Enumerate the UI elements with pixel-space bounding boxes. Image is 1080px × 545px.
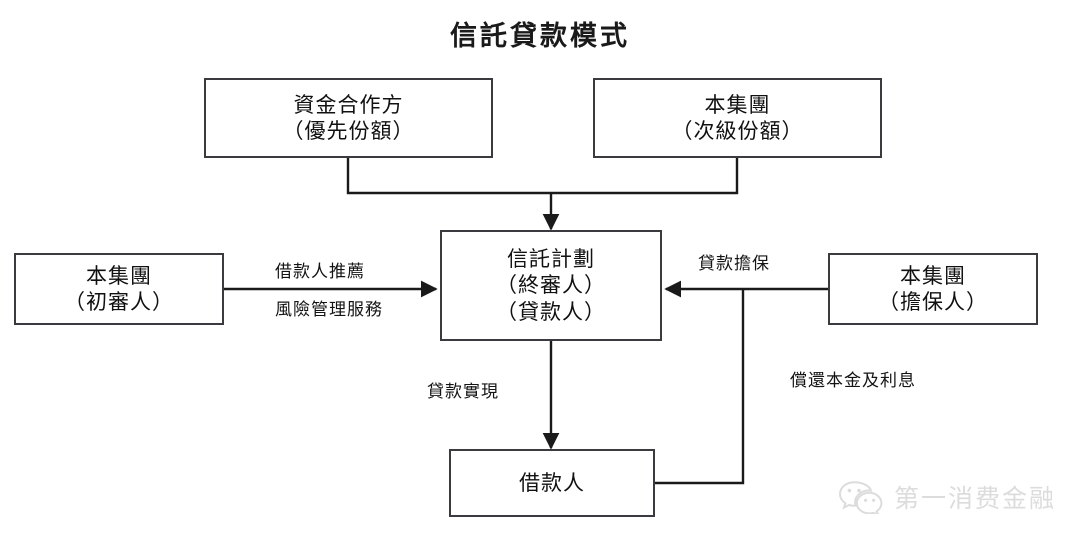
page-title: 信託貸款模式	[450, 21, 630, 51]
node-borrower[interactable]: 借款人	[449, 449, 655, 517]
edge-borrower-repayment	[655, 289, 745, 485]
node-group-guarantor-line2: （擔保人）	[878, 290, 988, 314]
edge-label-loan-guarantee: 貸款擔保	[698, 254, 770, 273]
wechat-icon	[838, 480, 884, 514]
watermark: 第一消费金融	[838, 479, 1056, 515]
node-trust-plan-line1: 信託計劃	[507, 246, 595, 271]
node-group-subordinate-line2: （次級份額）	[671, 119, 804, 143]
node-group-initial-reviewer-line1: 本集團	[86, 263, 152, 288]
node-funding-partner[interactable]: 資金合作方 （優先份額）	[204, 78, 493, 158]
node-trust-plan[interactable]: 信託計劃 （終審人） （貸款人）	[440, 230, 662, 341]
edge-group-subordinate-to-bus	[551, 158, 739, 195]
edge-label-borrower-recommendation: 借款人推薦	[275, 262, 365, 281]
node-group-initial-reviewer-line2: （初審人）	[64, 290, 174, 314]
node-group-guarantor-line1: 本集團	[900, 263, 966, 288]
node-funding-partner-line2: （優先份額）	[282, 119, 415, 143]
edge-label-loan-disbursement: 貸款實現	[427, 382, 499, 401]
node-borrower-line1: 借款人	[519, 470, 585, 495]
edge-label-risk-management-service: 風險管理服務	[275, 300, 383, 319]
node-trust-plan-line3: （貸款人）	[496, 299, 606, 324]
node-group-subordinate[interactable]: 本集團 （次級份額）	[593, 78, 882, 158]
node-trust-plan-line2: （終審人）	[496, 273, 606, 298]
edge-label-repay-principal-interest: 償還本金及利息	[790, 371, 916, 390]
node-group-subordinate-line1: 本集團	[704, 92, 771, 117]
edge-funding-partner-to-bus	[346, 158, 551, 195]
node-group-initial-reviewer[interactable]: 本集團 （初審人）	[14, 253, 224, 325]
watermark-text: 第一消费金融	[894, 486, 1057, 513]
node-group-guarantor[interactable]: 本集團 （擔保人）	[828, 253, 1038, 325]
node-funding-partner-line1: 資金合作方	[293, 92, 404, 117]
